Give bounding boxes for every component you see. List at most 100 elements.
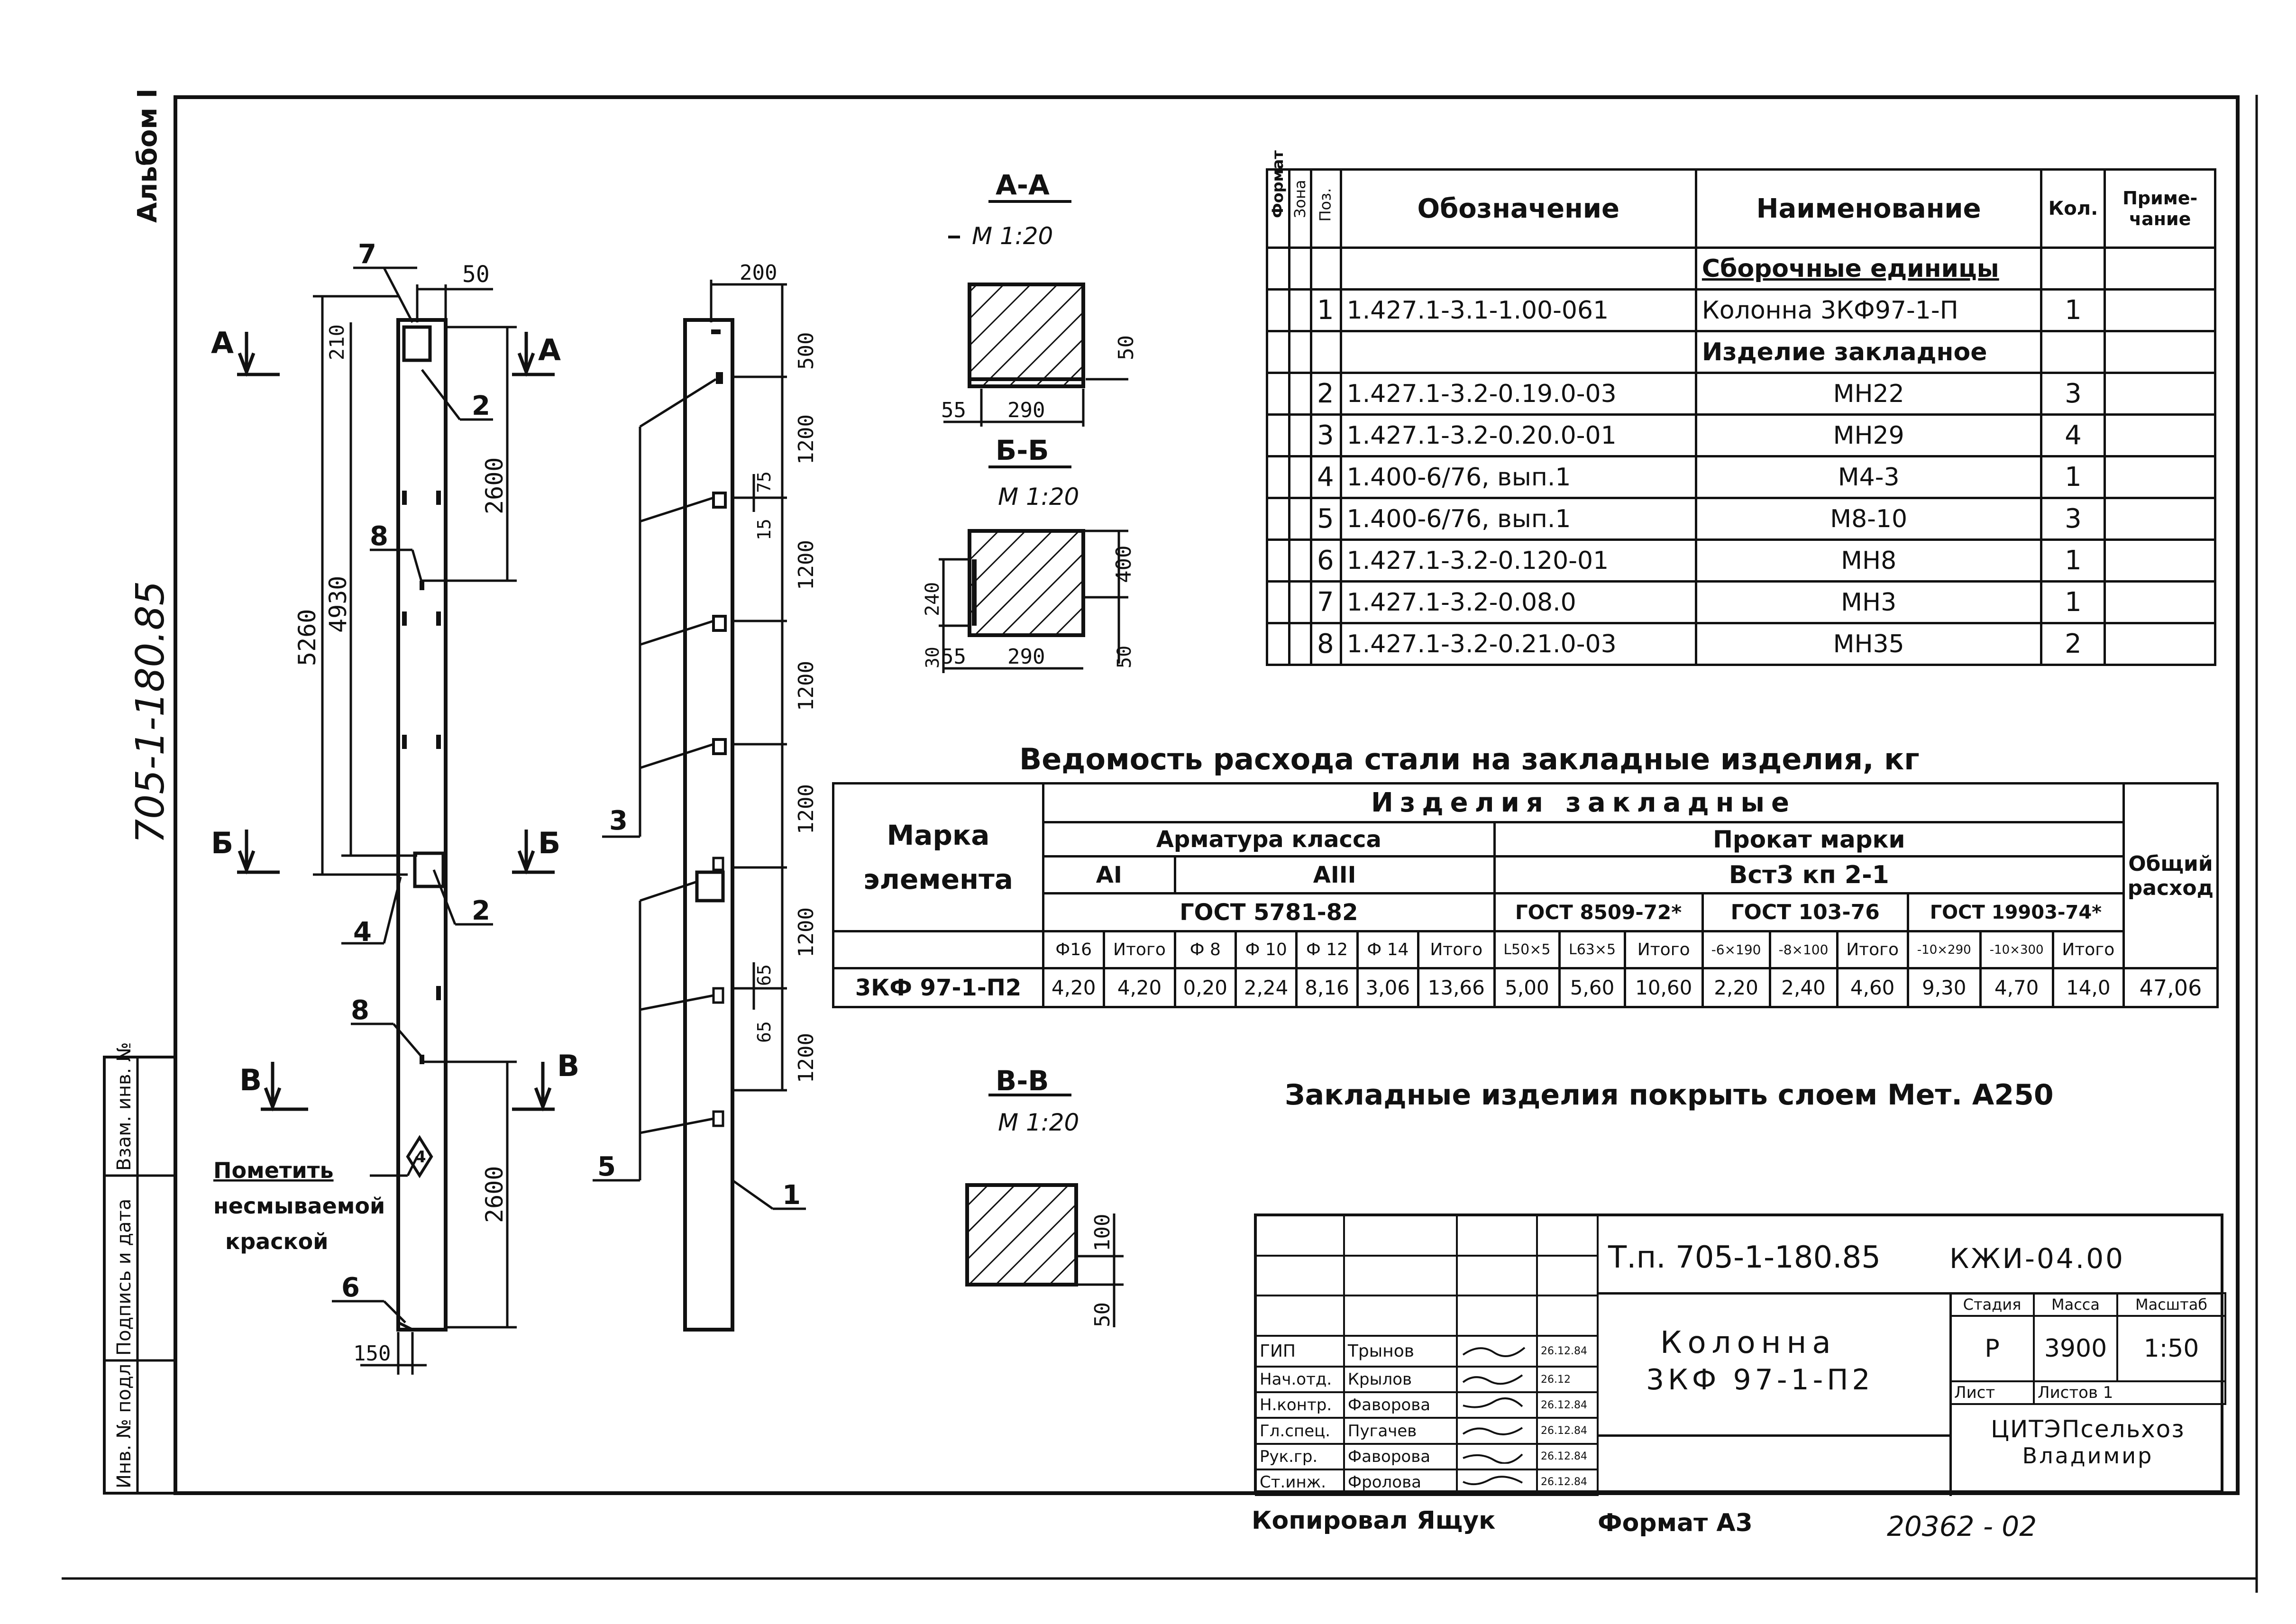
callout-6: 6	[341, 1272, 360, 1303]
steel-total-cell: 47,06	[2122, 967, 2219, 1008]
sheet-label: Лист	[1949, 1380, 2035, 1405]
dim-50-top: 50	[462, 261, 490, 288]
spec-pos: 4	[1310, 455, 1342, 499]
staff-role: ГИП	[1255, 1334, 1345, 1368]
spec-name: МН22	[1694, 372, 2043, 416]
stamp-vzam: Взам. инв. №	[113, 1042, 135, 1171]
staff-date: 26.12.84	[1536, 1442, 1599, 1470]
steel-cell: 2,40	[1768, 967, 1839, 1008]
scale-header: Масштаб	[2116, 1292, 2226, 1317]
spec-row: Изделие закладное	[1266, 330, 2216, 374]
staff-date: 26.12.84	[1536, 1468, 1599, 1496]
signature-icon	[1463, 1347, 1526, 1358]
section-bb-title: Б-Б	[996, 434, 1049, 466]
steel-header-total: Общий расход	[2122, 782, 2219, 969]
dim-1200-2: 1200	[794, 540, 818, 590]
section-bb-scale: М 1:20	[998, 483, 1079, 511]
spec-qty: 3	[2040, 372, 2106, 416]
steel-table-title: Ведомость расхода стали на закладные изд…	[1019, 742, 1920, 776]
column-elevation-front	[396, 318, 448, 1332]
steel-cell: 2,20	[1701, 967, 1771, 1008]
sheets-label: Листов 1	[2033, 1380, 2226, 1405]
cut-label-a-left: А	[211, 326, 234, 360]
steel-col-header: Ф 14	[1356, 930, 1419, 969]
steel-header-gost19903: ГОСТ 19903-74*	[1906, 892, 2125, 932]
spec-qty: 3	[2040, 497, 2106, 541]
section-title-underlines	[988, 200, 1071, 1096]
leader-lines	[332, 266, 493, 1323]
mark-symbol: 4	[415, 1148, 426, 1167]
dim-200: 200	[740, 261, 777, 285]
spec-qty: 1	[2040, 288, 2106, 332]
callout-7: 7	[358, 239, 376, 270]
steel-cell: 13,66	[1417, 967, 1496, 1008]
steel-col-header: Итого	[1417, 930, 1496, 969]
dim-500: 500	[794, 332, 818, 370]
staff-role: Нач.отд.	[1255, 1366, 1345, 1394]
spec-pos: 5	[1310, 497, 1342, 541]
staff-name: Трынов	[1343, 1334, 1458, 1368]
steel-cell: 4,20	[1042, 967, 1106, 1008]
spec-name: Сборочные единицы	[1694, 246, 2043, 291]
steel-cell: 5,60	[1558, 967, 1626, 1008]
steel-cell: 3,06	[1356, 967, 1419, 1008]
copied-by: Копировал Ящук	[1252, 1506, 1495, 1535]
callout-8-upper: 8	[370, 521, 388, 552]
cut-label-v-left: В	[239, 1063, 262, 1097]
bb-dim-290: 290	[1007, 645, 1045, 669]
steel-col-header: L50×5	[1493, 930, 1561, 969]
cut-label-v-right: В	[557, 1049, 579, 1083]
note-mark-line2: несмываемой	[213, 1193, 385, 1219]
steel-header-marka-2: элемента	[863, 863, 1013, 895]
column-elevation-side	[683, 318, 734, 1332]
section-aa-title: А-А	[996, 169, 1050, 201]
spec-designation	[1339, 330, 1697, 374]
dim-15: 15	[754, 519, 775, 540]
steel-header-armatura: Арматура класса	[1042, 821, 1496, 858]
staff-name: Фаворова	[1343, 1442, 1458, 1470]
format-label: Формат А3	[1598, 1509, 1753, 1537]
spec-name: МН8	[1694, 538, 2043, 583]
org-line2: Владимир	[2022, 1443, 2154, 1469]
spec-header-note: Приме- чание	[2104, 168, 2216, 249]
side-leaders	[593, 378, 806, 1210]
steel-col-header: Ф 8	[1173, 930, 1237, 969]
steel-data-row: 3КФ 97-1-П2 4,20 4,20 0,20 2,24 8,16 3,0…	[832, 967, 2219, 1008]
dim-65-upper: 65	[754, 964, 775, 986]
dim-1200-4: 1200	[794, 784, 818, 834]
staff-signature	[1456, 1417, 1538, 1445]
steel-col-header: Ф 10	[1234, 930, 1298, 969]
callout-5: 5	[597, 1151, 616, 1182]
cut-label-a-right: А	[538, 333, 561, 367]
staff-signature	[1456, 1391, 1538, 1419]
callout-3: 3	[609, 805, 628, 836]
dim-1200-3: 1200	[794, 661, 818, 711]
vv-dim-100: 100	[1090, 1214, 1115, 1251]
dimension-lines	[313, 284, 517, 1375]
section-vv-scale: М 1:20	[998, 1109, 1079, 1136]
spec-qty: 1	[2040, 580, 2106, 624]
dim-75: 75	[754, 471, 775, 493]
dim-65-lower: 65	[754, 1021, 775, 1043]
spec-qty: 1	[2040, 538, 2106, 583]
spec-qty: 4	[2040, 413, 2106, 457]
steel-col-header: Ф16	[1042, 930, 1106, 969]
steel-header-a3: АIII	[1173, 855, 1496, 894]
stage-value: Р	[1949, 1315, 2035, 1382]
steel-consumption-table: Марка элемента Изделия закладные Общий р…	[832, 782, 2219, 1008]
steel-cell: 8,16	[1295, 967, 1359, 1008]
spec-name: МН29	[1694, 413, 2043, 457]
steel-cell: 0,20	[1173, 967, 1237, 1008]
steel-col-header: L63×5	[1558, 930, 1626, 969]
sheet-frame	[174, 95, 2240, 1495]
steel-cell: 4,70	[1979, 967, 2054, 1008]
spec-name: М8-10	[1694, 497, 2043, 541]
spec-header-name: Наименование	[1694, 168, 2043, 249]
spec-designation: 1.427.1-3.2-0.120-01	[1339, 538, 1697, 583]
spec-name: М4-3	[1694, 455, 2043, 499]
steel-header-marka: Марка элемента	[832, 782, 1044, 932]
